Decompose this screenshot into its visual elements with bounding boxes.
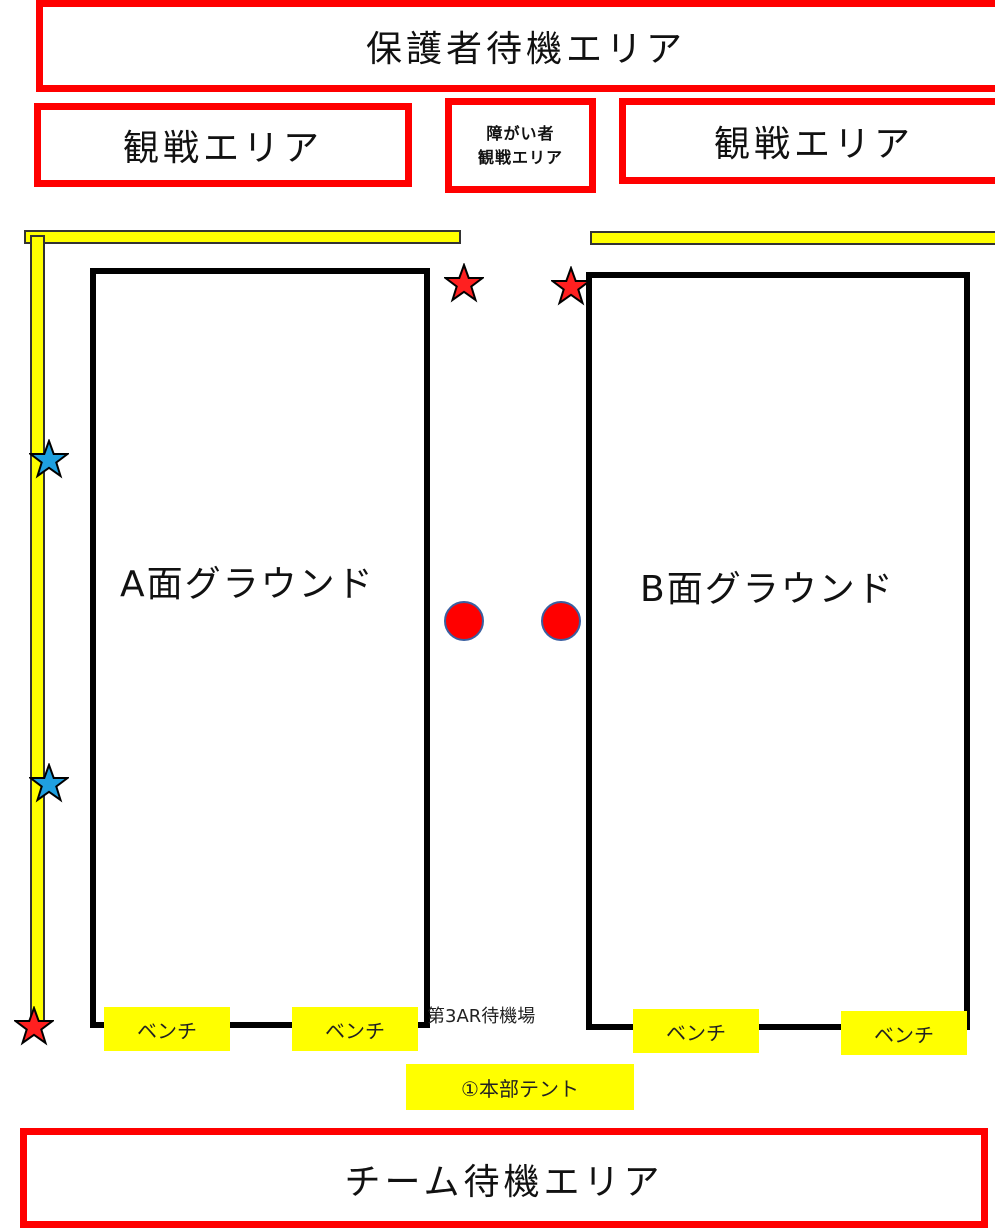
bench-b-right: ベンチ	[841, 1011, 967, 1055]
field-b	[586, 272, 970, 1030]
field-a-label: A面グラウンド	[120, 564, 375, 605]
spectator-area-left-label: 観戦エリア	[122, 128, 323, 169]
hq-tent-label: ①本部テント	[461, 1076, 579, 1101]
red-star-icon	[14, 1006, 54, 1046]
field-b-label: B面グラウンド	[640, 569, 895, 610]
hq-tent: ①本部テント	[406, 1064, 634, 1110]
spectator-area-left: 観戦エリア	[34, 103, 412, 187]
red-star-icon	[444, 263, 484, 303]
accessible-area-label-line1: 障がい者	[486, 123, 555, 143]
guardian-waiting-area: 保護者待機エリア	[36, 0, 995, 92]
bench-label: ベンチ	[137, 1018, 197, 1043]
blue-star-icon	[29, 763, 69, 803]
bench-label: ベンチ	[874, 1022, 934, 1047]
bench-a-left: ベンチ	[104, 1007, 230, 1051]
red-star-icon	[551, 266, 591, 306]
bench-a-right: ベンチ	[292, 1007, 418, 1051]
spectator-area-right: 観戦エリア	[619, 98, 995, 184]
bench-label: ベンチ	[325, 1018, 385, 1043]
fence-left-vertical	[30, 235, 45, 1025]
bench-b-left: ベンチ	[633, 1009, 759, 1053]
guardian-waiting-area-label: 保護者待機エリア	[365, 29, 686, 70]
accessible-area-label-line2: 観戦エリア	[477, 147, 563, 167]
field-a	[90, 268, 430, 1028]
spectator-area-right-label: 観戦エリア	[713, 124, 914, 165]
team-waiting-area-label: チーム待機エリア	[344, 1162, 664, 1203]
team-waiting-area: チーム待機エリア	[20, 1128, 988, 1228]
bench-label: ベンチ	[666, 1020, 726, 1045]
blue-star-icon	[29, 439, 69, 479]
accessible-spectator-area: 障がい者 観戦エリア	[445, 98, 596, 193]
ball-marker-left	[444, 601, 484, 641]
ball-marker-right	[541, 601, 581, 641]
fence-top-right	[590, 231, 995, 245]
ar-waiting-label: 第3AR待機場	[427, 1006, 536, 1027]
fence-top-left	[24, 230, 461, 244]
